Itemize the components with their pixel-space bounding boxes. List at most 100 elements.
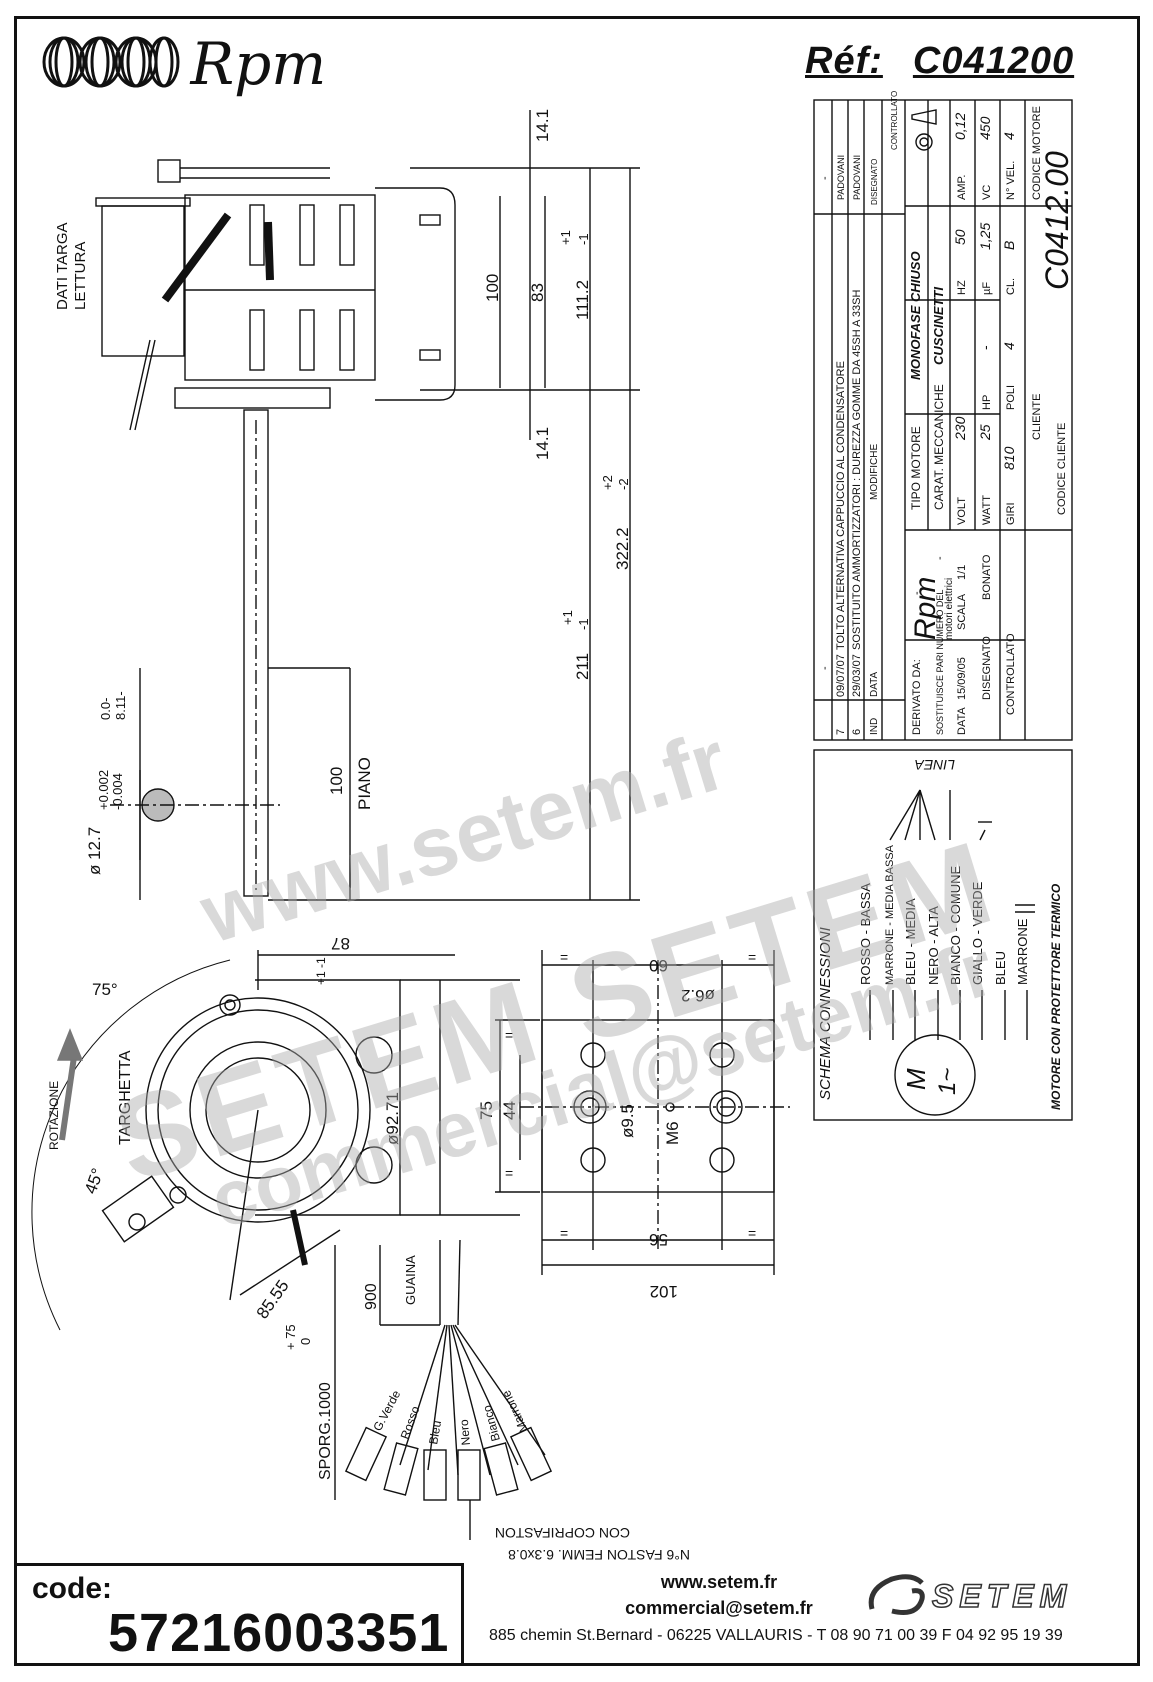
dim-322-2-tol-lower: -2 [616,478,631,490]
sporg-tol-upper: + 75 [283,1324,298,1350]
website-link[interactable]: www.setem.fr [660,1572,778,1592]
motor-symbol-icon [894,1034,976,1116]
dim-322-2-tol-upper: +2 [600,475,615,490]
cl-label: CL. [1005,278,1017,295]
volt-label: VOLT [956,497,968,525]
dim-m6: M6 [663,1121,682,1145]
guaina-label: GUAINA [403,1255,418,1305]
uf-label: µF [981,282,993,295]
motor-side-view [95,159,456,897]
rev-7-desc: TOLTO ALTERNATIVA CAPPUCCIO AL CONDENSAT… [835,361,847,650]
dim-211-tol-upper: +1 [560,610,575,625]
wire-label-rosso: Rosso [398,1404,423,1441]
connection-giallo: GIALLO - VERDE [970,881,985,985]
tipo-motore-label: TIPO MOTORE [909,426,923,510]
watt-value: 25 [977,424,993,441]
rev-header-data: DATA [869,671,880,697]
dim-14-1-top: 14.1 [533,109,552,142]
equal-mark: = [748,949,756,965]
motor-front-view [31,959,401,1331]
equal-mark: = [560,1225,568,1241]
codice-motore-label: CODICE MOTORE [1031,106,1043,200]
setem-logo-text: SETEM [932,1578,1072,1614]
schema-title: SCHEMA CONNESSIONI [817,927,834,1100]
wire-label-bianco: Bianco [480,1403,503,1442]
dati-targa-label: DATI TARGA [54,222,71,310]
data-label: DATA [956,707,968,735]
dim-100: 100 [483,274,502,302]
derivato-value: - [911,591,923,595]
codice-motore-value: C0412.00 [1039,151,1075,290]
cliente-label: CLIENTE [1031,394,1043,440]
ref-code: C041200 [912,40,1075,82]
dim-60: 60 [649,956,668,975]
rpm-logo: Rpm [40,30,326,98]
shaft-tol-lower: 8.11- [113,691,128,720]
rev-7-by: PADOVANI [836,155,846,200]
amp-label: AMP. [956,175,968,200]
revision-empty-dash: - [819,666,831,670]
schema-wiring [869,789,1035,1040]
code-label: code: [32,1572,113,1605]
wire-label-bleu: Bleu [426,1419,444,1445]
rev-6-desc: SOSTITUITO AMMORTIZZATORI : DUREZZA GOMM… [851,290,863,650]
poli-value: 4 [1001,342,1017,350]
dim-44: 44 [500,1101,519,1120]
revision-empty-dash: - [819,176,831,180]
shaft-section [110,770,280,860]
address: 885 chemin St.Bernard - 06225 VALLAURIS … [489,1627,1063,1644]
disegnato-label: DISEGNATO [981,636,993,700]
email-link[interactable]: commercial@setem.fr [625,1598,813,1618]
sostituisce-value: - [934,556,946,560]
scala-value: 1/1 [956,565,968,580]
rev-header-disegnato: DISEGNATO [870,159,879,205]
motor-phase: 1~ [934,1068,961,1095]
piano-label: PIANO [355,757,374,810]
dim-56: 56 [649,1230,668,1249]
dim-87-tol: +1 -1 [314,957,328,985]
connection-marrone: MARRONE - MEDIA BASSA [884,844,896,985]
protettore-label: MOTORE CON PROTETTORE TERMICO [1049,883,1063,1110]
company-name: Rpm [909,577,942,640]
piano-value: 100 [327,767,346,795]
codice-cliente-label: CODICE CLIENTE [1056,423,1068,515]
connection-nero: NERO - ALTA [926,906,941,985]
equal-mark: = [505,1165,513,1181]
side-view-dimensions [139,110,640,901]
rev-6-date: 29/03/07 [851,654,863,697]
shaft-tol2-upper: +0.002 [96,770,111,810]
equal-mark: = [560,949,568,965]
nvel-value: 4 [1001,132,1017,140]
rev-6-by: PADOVANI [852,155,862,200]
carat-value: CUSCINETTI [931,287,946,365]
rev-header-modifiche: MODIFICHE [869,444,880,500]
connection-bleu: BLEU - MEDIA [903,898,918,985]
giri-value: 810 [1001,446,1017,470]
dim-83: 83 [528,283,547,302]
dim-211-tol-lower: -1 [576,618,591,630]
ref-label: Réf: [805,40,883,82]
giri-label: GIRI [1005,502,1017,525]
connection-marrone-capacitor: MARRONE [1015,918,1030,985]
hp-label: HP [981,395,993,410]
wire-label-verde: G.Verde [370,1388,403,1434]
code-value: 57216003351 [108,1603,450,1663]
shaft-tol-upper: 0.0- [98,698,113,720]
projection-symbol-icon [911,109,937,151]
amp-value: 0,12 [952,113,968,140]
dim-111-2-tol-lower: -1 [576,233,591,245]
rev-7-date: 09/07/07 [835,654,847,697]
dim-102: 102 [650,1282,678,1301]
dim-87: 87 [331,934,350,953]
dim-111-2-tol-upper: +1 [558,230,573,245]
dim-900: 900 [363,1283,380,1310]
drawing-sheet-border [14,16,1140,1666]
cable-bundle [334,1239,553,1540]
sostituisce-label: SOSTITUISCE PARI NUMERO DEL [935,590,945,735]
hp-value: - [977,345,993,350]
dim-14-1-bottom: 14.1 [533,427,552,460]
shaft-tol2-lower: -0.004 [110,773,125,810]
setem-logo: SETEM [862,1569,1122,1626]
controllato-label: CONTROLLATO [1005,633,1017,715]
connection-bianco: BIANCO - COMUNE [948,866,963,986]
